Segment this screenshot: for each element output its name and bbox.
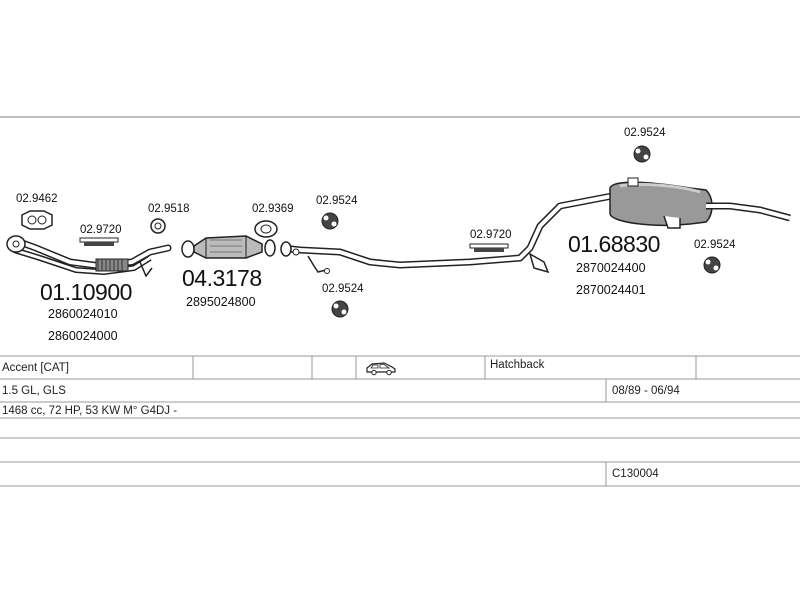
clip-label-clamp-front: 02.9720 — [80, 224, 122, 236]
clamp-icon[interactable] — [469, 243, 509, 252]
intermediate-pipe[interactable] — [280, 192, 613, 274]
rubber-hanger-icon[interactable] — [703, 256, 721, 274]
part-code-catalyst: 04.3178 — [182, 265, 262, 291]
rubber-hanger-icon[interactable] — [321, 212, 339, 230]
vehicle-info-table — [0, 355, 800, 487]
rubber-hanger-icon[interactable] — [633, 145, 651, 163]
table-years: 08/89 - 06/94 — [612, 385, 680, 397]
flange-gasket-icon[interactable] — [254, 220, 278, 238]
clamp-icon[interactable] — [79, 237, 119, 246]
part-code-rear-silencer: 01.68830 — [568, 231, 660, 257]
rear-silencer[interactable] — [609, 177, 791, 229]
part-ref-catalyst-1: 2895024800 — [186, 295, 256, 309]
clip-label-gasket-cat-in: 02.9518 — [148, 203, 190, 215]
clip-label-hanger-rear-right: 02.9524 — [694, 239, 736, 251]
part-ref-rear-silencer-1: 2870024400 — [576, 261, 646, 275]
table-model: Accent [CAT] — [2, 362, 69, 374]
part-code-downpipe: 01.10900 — [40, 279, 132, 305]
table-engine: 1468 cc, 72 HP, 53 KW M° G4DJ - — [2, 405, 177, 417]
clip-label-gasket-front: 02.9462 — [16, 193, 58, 205]
part-ref-rear-silencer-2: 2870024401 — [576, 283, 646, 297]
clip-label-hanger-mid-bottom: 02.9524 — [322, 283, 364, 295]
part-ref-downpipe-2: 2860024000 — [48, 329, 118, 343]
clip-label-hanger-mid-top: 02.9524 — [316, 195, 358, 207]
part-ref-downpipe-1: 2860024010 — [48, 307, 118, 321]
table-version: 1.5 GL, GLS — [2, 385, 66, 397]
rubber-hanger-icon[interactable] — [331, 300, 349, 318]
clip-label-gasket-cat-out: 02.9369 — [252, 203, 294, 215]
hatchback-car-icon — [366, 362, 396, 376]
gasket-icon[interactable] — [21, 210, 53, 230]
table-body-type: Hatchback — [490, 359, 545, 371]
clip-label-clamp-mid: 02.9720 — [470, 229, 512, 241]
catalytic-converter[interactable] — [181, 235, 276, 259]
gasket-ring-icon[interactable] — [150, 218, 166, 234]
table-ref-code: C130004 — [612, 468, 659, 480]
front-downpipe[interactable] — [6, 235, 172, 278]
clip-label-hanger-rear-top: 02.9524 — [624, 127, 666, 139]
